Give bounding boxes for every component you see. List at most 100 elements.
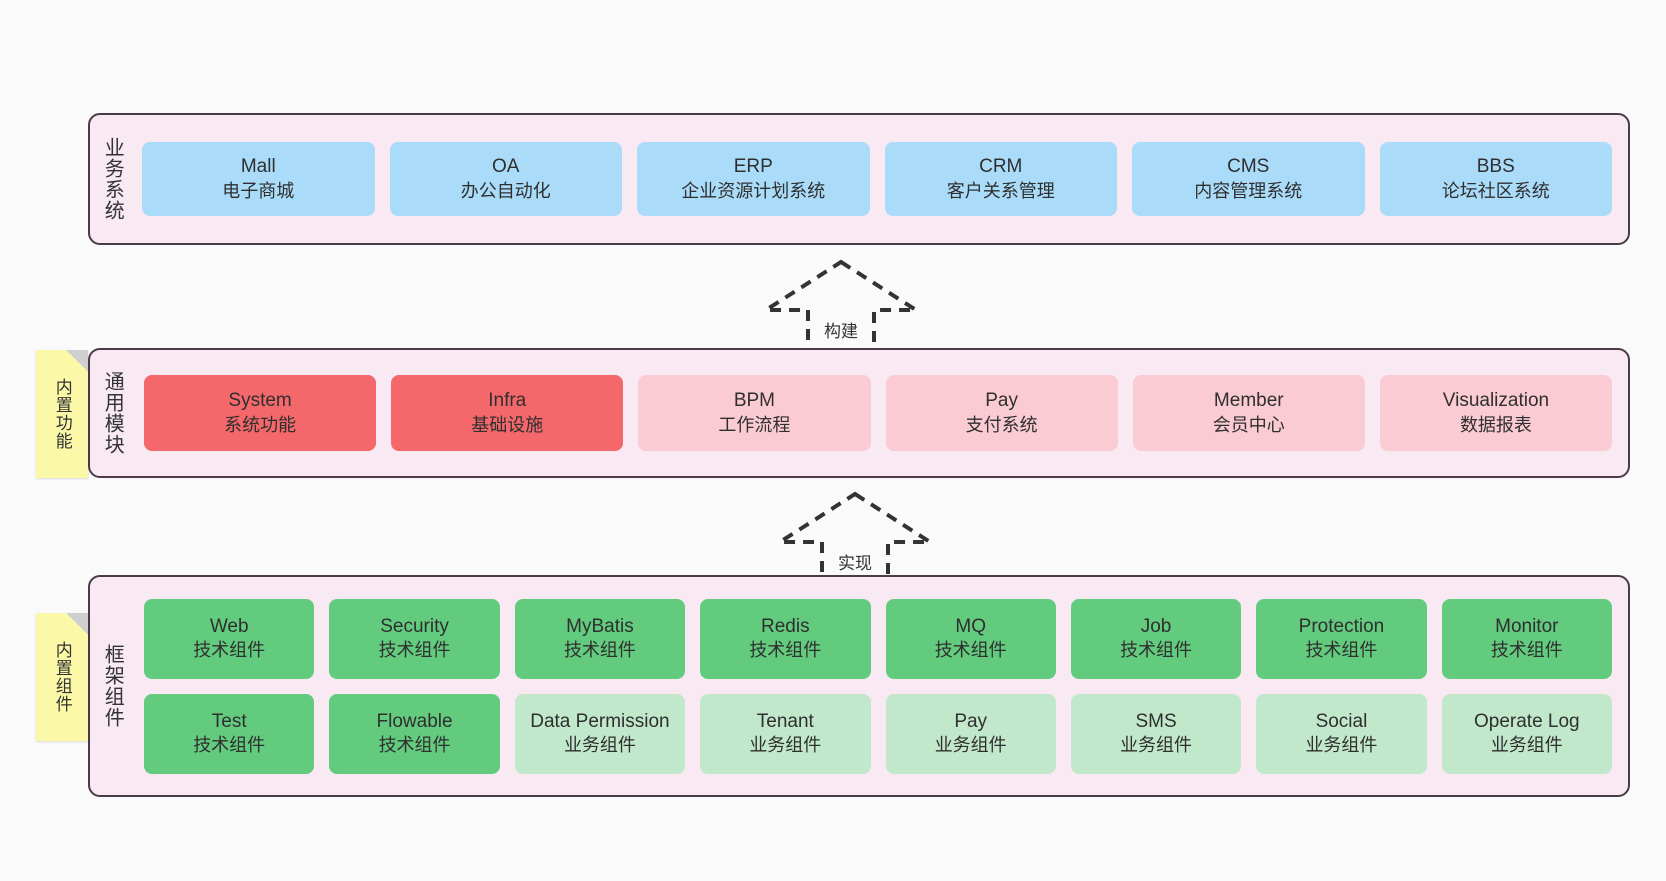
card-title: Mall [240, 156, 276, 178]
card-job[interactable]: Job 技术组件 [1070, 598, 1242, 679]
layer-body-business-system: Mall 电子商城 OA 办公自动化 ERP 企业资源计划系统 CRM 客户关系… [134, 115, 1628, 243]
card-test[interactable]: Test 技术组件 [144, 693, 315, 774]
card-operate-log[interactable]: Operate Log 业务组件 [1441, 693, 1612, 774]
card-title: Data Permission [530, 710, 670, 732]
card-subtitle: 技术组件 [378, 735, 451, 756]
card-row: System 系统功能 Infra 基础设施 BPM 工作流程 Pay 支付系统… [144, 375, 1613, 451]
card-title: Web [209, 615, 249, 637]
card-row: Test 技术组件 Flowable 技术组件 Data Permission … [144, 693, 1612, 774]
card-subtitle: 技术组件 [749, 640, 822, 661]
card-title: System [228, 390, 292, 412]
card-title: Monitor [1495, 615, 1559, 637]
card-member[interactable]: Member 会员中心 [1132, 375, 1365, 451]
card-subtitle: 技术组件 [378, 640, 451, 661]
card-subtitle: 会员中心 [1212, 414, 1285, 435]
card-data-permission[interactable]: Data Permission 业务组件 [514, 693, 686, 774]
arrow-realize: 实现 [770, 490, 940, 586]
card-title: Operate Log [1473, 710, 1580, 732]
card-monitor[interactable]: Monitor 技术组件 [1441, 598, 1612, 679]
card-subtitle: 技术组件 [934, 640, 1007, 661]
card-title: Social [1315, 710, 1368, 732]
card-cms[interactable]: CMS 内容管理系统 [1132, 142, 1365, 216]
card-title: Job [1140, 615, 1172, 637]
note-fold-corner-icon [66, 613, 88, 635]
card-subtitle: 技术组件 [193, 735, 266, 756]
card-title: CRM [979, 156, 1023, 178]
card-subtitle: 支付系统 [965, 414, 1038, 435]
card-title: SMS [1135, 710, 1177, 732]
layer-title-framework-component: 框架组件 [101, 644, 124, 728]
card-subtitle: 业务组件 [934, 735, 1007, 756]
card-subtitle: 系统功能 [224, 414, 297, 435]
card-title: BBS [1476, 156, 1515, 178]
layer-title-business-system: 业务系统 [101, 137, 124, 221]
card-title: Visualization [1442, 390, 1550, 412]
card-redis[interactable]: Redis 技术组件 [700, 598, 871, 679]
card-title: MQ [955, 615, 986, 637]
card-title: Redis [761, 615, 810, 637]
card-web[interactable]: Web 技术组件 [144, 598, 315, 679]
card-bbs[interactable]: BBS 论坛社区系统 [1379, 142, 1612, 216]
card-subtitle: 论坛社区系统 [1441, 180, 1550, 201]
layer-title-common-module: 通用模块 [101, 371, 124, 455]
card-pay-business[interactable]: Pay 业务组件 [885, 693, 1056, 774]
card-row: Web 技术组件 Security 技术组件 MyBatis 技术组件 Redi… [144, 598, 1612, 679]
card-mybatis[interactable]: MyBatis 技术组件 [514, 598, 686, 679]
arrow-build: 构建 [756, 258, 926, 354]
card-security[interactable]: Security 技术组件 [329, 598, 500, 679]
card-subtitle: 技术组件 [193, 640, 266, 661]
card-subtitle: 技术组件 [1120, 640, 1193, 661]
card-subtitle: 业务组件 [1490, 735, 1563, 756]
card-subtitle: 技术组件 [1305, 640, 1378, 661]
card-subtitle: 数据报表 [1459, 414, 1532, 435]
card-title: OA [492, 156, 520, 178]
card-tenant[interactable]: Tenant 业务组件 [700, 693, 871, 774]
card-erp[interactable]: ERP 企业资源计划系统 [637, 142, 870, 216]
card-infra[interactable]: Infra 基础设施 [391, 375, 624, 451]
card-subtitle: 技术组件 [1490, 640, 1563, 661]
card-subtitle: 业务组件 [1120, 735, 1193, 756]
layer-body-common-module: System 系统功能 Infra 基础设施 BPM 工作流程 Pay 支付系统… [134, 350, 1628, 476]
card-oa[interactable]: OA 办公自动化 [389, 142, 622, 216]
card-title: Flowable [376, 710, 453, 732]
note-builtin-functions: 内置功能 [36, 350, 88, 478]
card-subtitle: 基础设施 [471, 414, 544, 435]
card-title: Member [1213, 390, 1284, 412]
card-title: Tenant [756, 710, 814, 732]
card-row: Mall 电子商城 OA 办公自动化 ERP 企业资源计划系统 CRM 客户关系… [142, 142, 1612, 216]
card-subtitle: 业务组件 [563, 735, 636, 756]
card-flowable[interactable]: Flowable 技术组件 [329, 693, 500, 774]
card-title: Pay [985, 390, 1018, 412]
card-title: Infra [488, 390, 527, 412]
card-subtitle: 内容管理系统 [1194, 180, 1303, 201]
card-subtitle: 业务组件 [1305, 735, 1378, 756]
card-crm[interactable]: CRM 客户关系管理 [884, 142, 1117, 216]
card-pay[interactable]: Pay 支付系统 [885, 375, 1118, 451]
card-title: CMS [1227, 156, 1270, 178]
arrow-outline [773, 491, 937, 584]
note-text: 内置功能 [52, 378, 72, 450]
layer-business-system: 业务系统 Mall 电子商城 OA 办公自动化 ERP 企业资源计划系统 CRM… [88, 113, 1630, 245]
card-title: Protection [1298, 615, 1385, 637]
card-social[interactable]: Social 业务组件 [1256, 693, 1427, 774]
card-subtitle: 技术组件 [563, 640, 636, 661]
card-sms[interactable]: SMS 业务组件 [1070, 693, 1242, 774]
note-text: 内置组件 [52, 641, 72, 713]
arrow-outline [759, 259, 923, 352]
card-mall[interactable]: Mall 电子商城 [142, 142, 375, 216]
card-bpm[interactable]: BPM 工作流程 [638, 375, 871, 451]
layer-common-module: 通用模块 System 系统功能 Infra 基础设施 BPM 工作流程 Pay… [88, 348, 1630, 478]
arrow-label-realize: 实现 [838, 554, 872, 573]
card-system[interactable]: System 系统功能 [144, 375, 377, 451]
arrow-label-build: 构建 [824, 322, 858, 341]
card-subtitle: 业务组件 [749, 735, 822, 756]
note-builtin-components: 内置组件 [36, 613, 88, 741]
card-visualization[interactable]: Visualization 数据报表 [1379, 375, 1613, 451]
card-title: ERP [733, 156, 773, 178]
card-protection[interactable]: Protection 技术组件 [1256, 598, 1427, 679]
card-mq[interactable]: MQ 技术组件 [885, 598, 1056, 679]
card-title: Security [380, 615, 449, 637]
layer-body-framework-component: Web 技术组件 Security 技术组件 MyBatis 技术组件 Redi… [134, 577, 1628, 795]
card-title: Pay [954, 710, 988, 732]
